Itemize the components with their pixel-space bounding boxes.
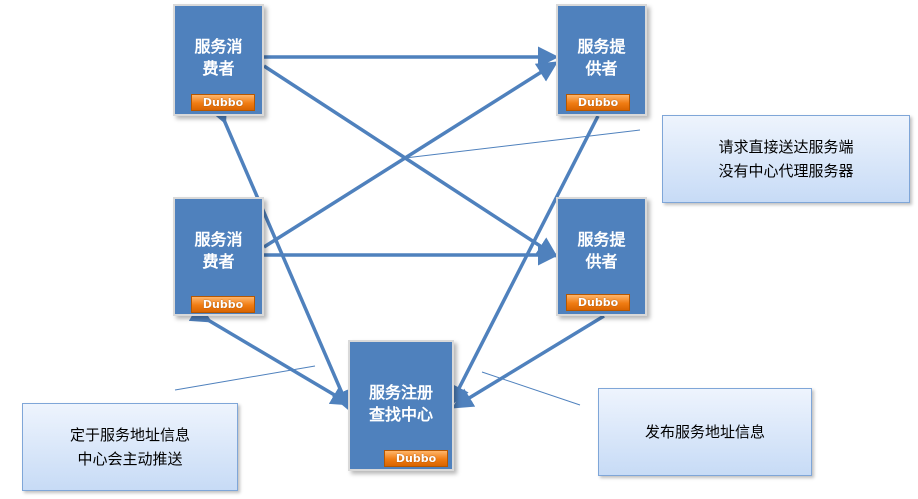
consumer-node-top-label: 服务消 费者 xyxy=(194,37,243,78)
consumer-node-mid: 服务消 费者 Dubbo xyxy=(173,197,264,316)
arrow-provider-mid-to-registry xyxy=(451,314,605,409)
consumer-node-mid-label: 服务消 费者 xyxy=(194,230,243,271)
note-push-subscription: 定于服务地址信息 中心会主动推送 xyxy=(22,403,238,491)
provider-node-top-label: 服务提 供者 xyxy=(577,37,626,78)
arrow-provider-top-to-registry xyxy=(449,115,600,407)
provider-node-mid-label: 服务提 供者 xyxy=(577,230,626,271)
note-direct-request: 请求直接送达服务端 没有中心代理服务器 xyxy=(662,115,910,203)
arrow-registry-consumer-mid xyxy=(188,302,353,406)
callout-line-publish xyxy=(481,371,581,406)
registry-node-label: 服务注册 查找中心 xyxy=(368,383,433,424)
dubbo-badge: Dubbo xyxy=(191,94,255,111)
dubbo-badge: Dubbo xyxy=(566,294,630,311)
registry-node: 服务注册 查找中心 Dubbo xyxy=(348,340,454,471)
provider-node-mid: 服务提 供者 Dubbo xyxy=(556,197,647,316)
arrow-consumer-mid-to-provider-top xyxy=(263,61,559,249)
dubbo-badge: Dubbo xyxy=(191,296,255,313)
dubbo-badge: Dubbo xyxy=(566,94,630,111)
consumer-node-top: 服务消 费者 Dubbo xyxy=(173,4,264,116)
provider-node-top: 服务提 供者 Dubbo xyxy=(556,4,647,116)
dubbo-badge: Dubbo xyxy=(384,450,448,467)
note-publish-address: 发布服务地址信息 xyxy=(598,388,812,476)
callout-line-direct xyxy=(404,129,641,159)
arrow-consumer-top-to-provider-mid xyxy=(263,64,559,258)
